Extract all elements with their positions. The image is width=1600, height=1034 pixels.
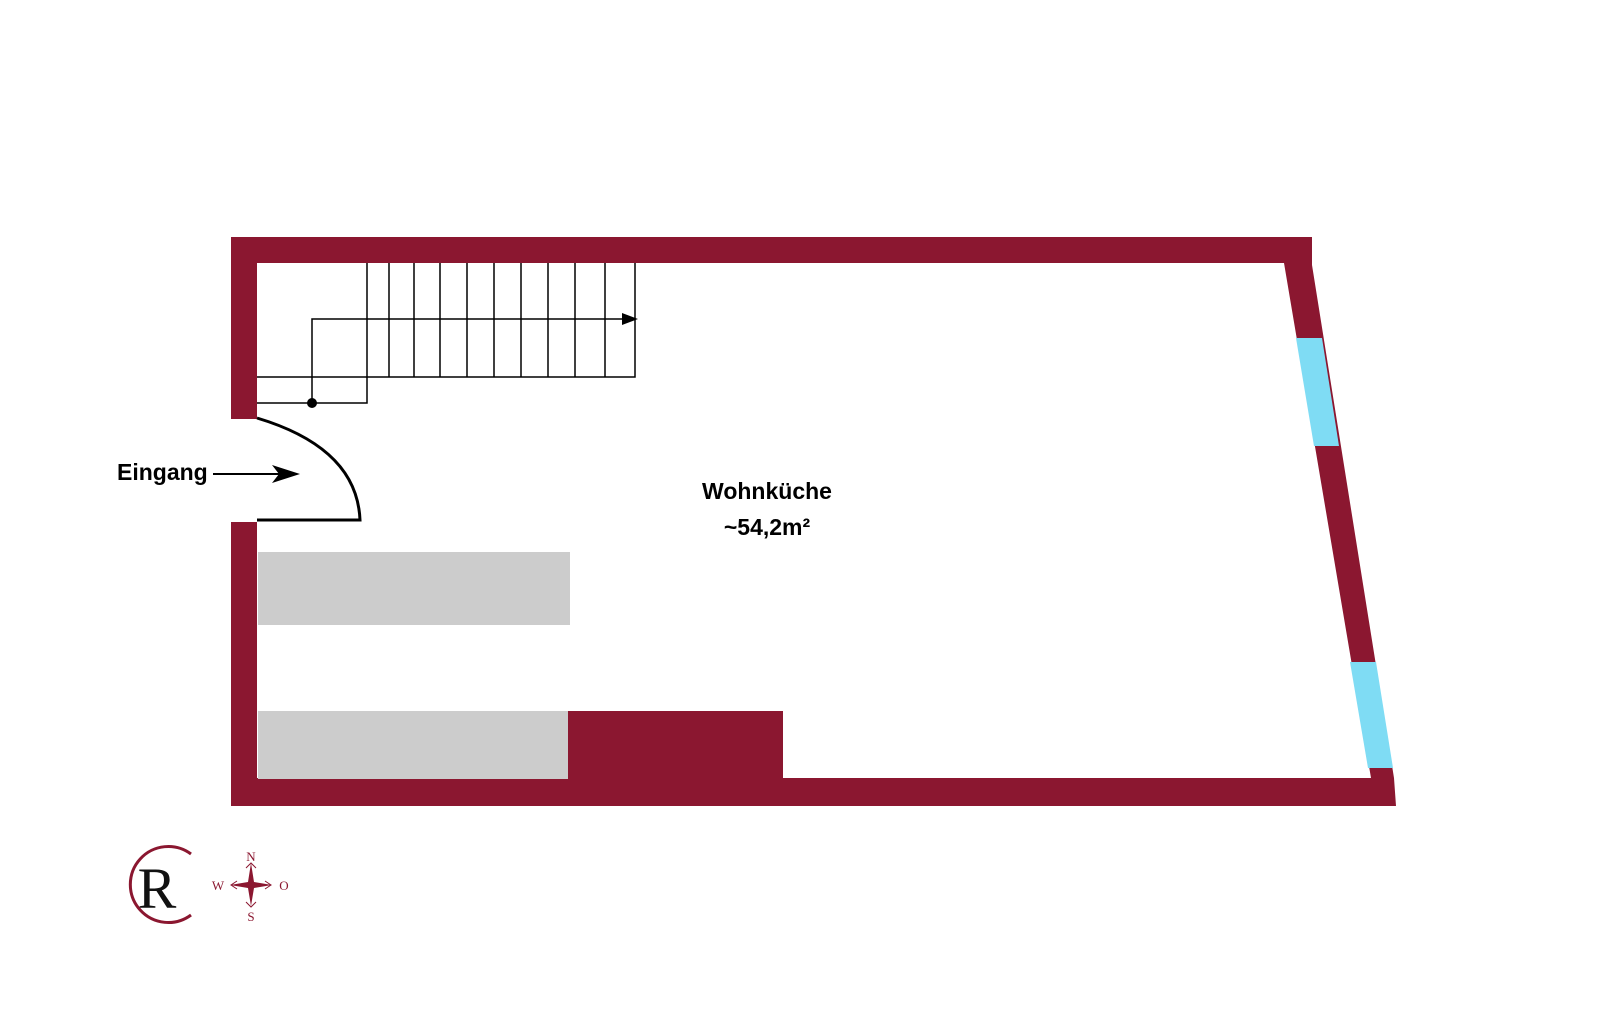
stair-arrow-head — [622, 313, 638, 325]
entrance-arrow-head — [272, 465, 300, 483]
counter-upper — [258, 552, 570, 625]
room-area: ~54,2m² — [724, 514, 811, 540]
window-lower — [1350, 662, 1393, 768]
compass-rose: N S W O — [212, 849, 289, 924]
compass-east: O — [279, 878, 288, 893]
compass-star — [230, 863, 272, 906]
compass-north: N — [246, 849, 256, 864]
door-swing — [256, 416, 362, 522]
compass-west: W — [212, 878, 225, 893]
window-upper — [1296, 338, 1339, 446]
compass-south: S — [247, 909, 254, 924]
company-logo: R — [128, 845, 192, 924]
interior-wall-block — [568, 711, 783, 779]
staircase — [257, 263, 636, 404]
stair-start-dot — [307, 398, 317, 408]
logo-letter: R — [138, 856, 177, 921]
counter-lower — [258, 711, 568, 779]
room-name: Wohnküche — [702, 478, 832, 504]
door-opening — [229, 419, 259, 522]
entrance-label: Eingang — [117, 459, 208, 485]
